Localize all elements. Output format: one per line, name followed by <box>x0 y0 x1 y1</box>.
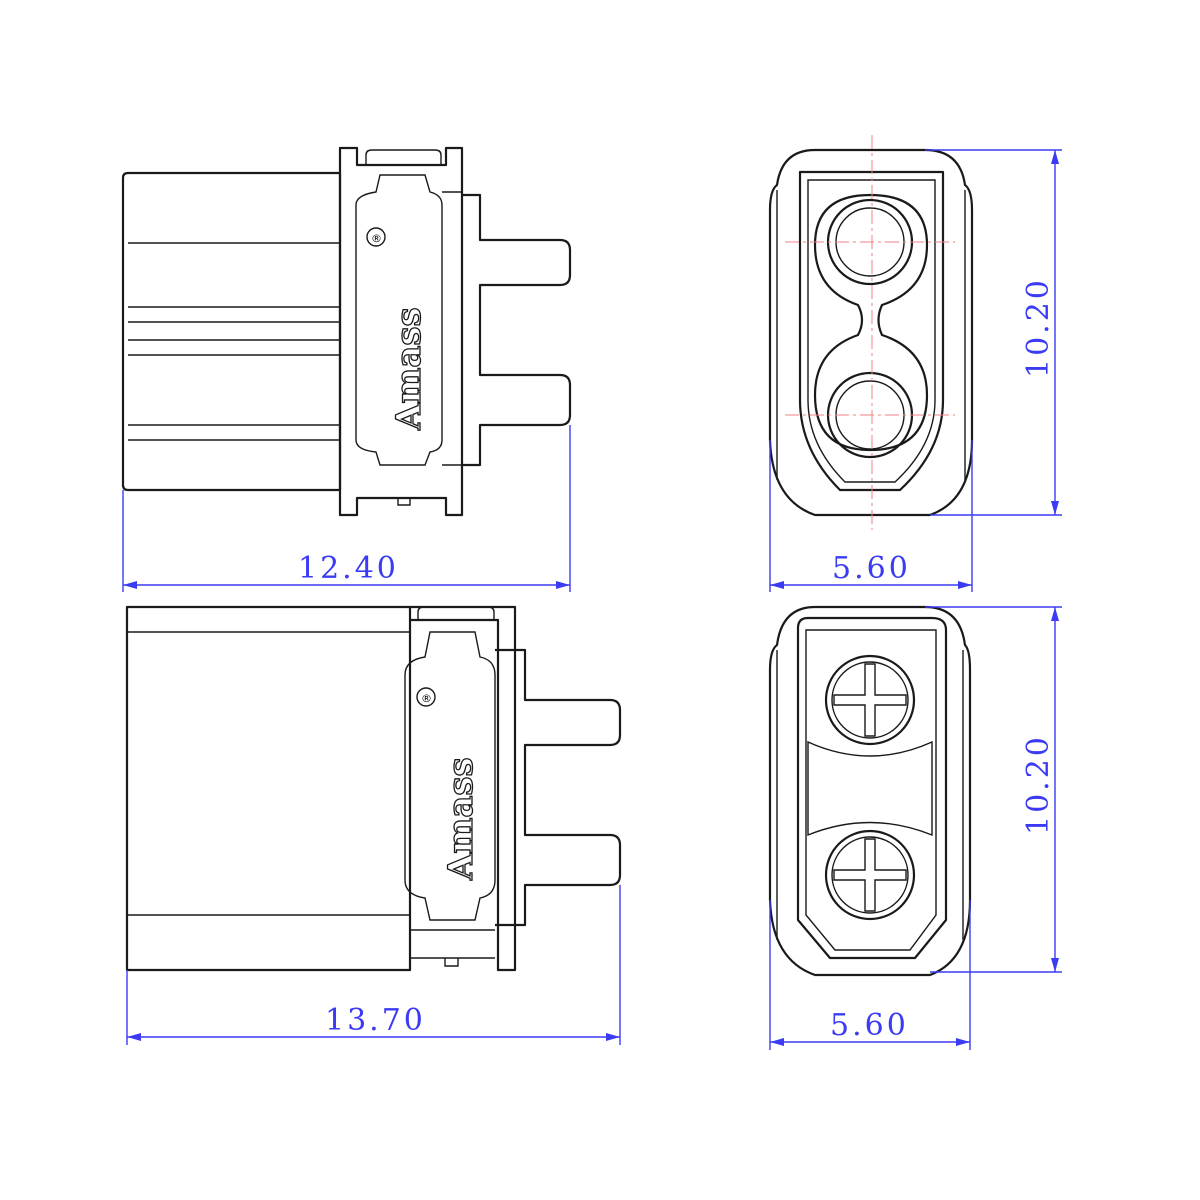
dimension-width-label: 13.70 <box>325 1003 426 1038</box>
dimension-width-label: 5.60 <box>830 1008 909 1043</box>
contact-socket-upper <box>824 654 916 746</box>
side-view-top: ® Amass 12.40 <box>121 146 572 592</box>
dimension-width-label: 5.60 <box>832 551 911 586</box>
side-view-bottom: ® Amass 13.70 <box>125 605 622 1045</box>
dimension-width-label: 12.40 <box>298 551 399 586</box>
front-view-bottom: 5.60 10.20 <box>768 605 1062 1050</box>
registered-mark: ® <box>421 692 432 705</box>
dimension-height-label: 10.20 <box>1021 277 1056 378</box>
registered-mark: ® <box>371 232 382 245</box>
brand-logo: Amass <box>389 307 429 431</box>
front-view-top: 5.60 10.20 <box>768 135 1062 592</box>
dimension-height-label: 10.20 <box>1021 734 1056 835</box>
contact-socket-lower <box>824 829 916 921</box>
brand-logo: Amass <box>441 757 481 881</box>
